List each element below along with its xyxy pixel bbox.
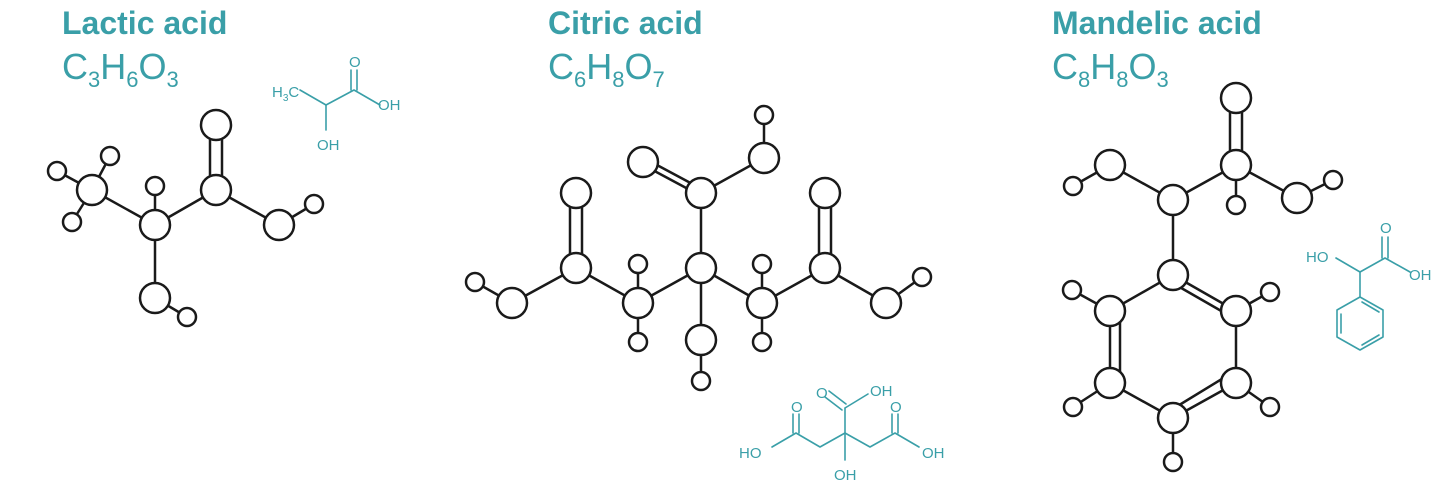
oxygen-atom <box>869 286 903 320</box>
oxygen-atom <box>199 108 233 142</box>
mandelic-acid-model <box>1061 81 1344 473</box>
hydrogen-atom <box>1225 194 1247 216</box>
skeletal-label: OH <box>378 97 401 114</box>
skeletal-label: O <box>816 385 828 402</box>
carbon-atom <box>745 286 779 320</box>
hydrogen-atom <box>1061 279 1083 301</box>
oxygen-atom <box>138 281 172 315</box>
citric-acid-title: Citric acid <box>548 5 703 41</box>
skeletal-label: H3C <box>272 84 299 104</box>
skeletal-label: O <box>791 399 803 416</box>
hydrogen-atom <box>1162 451 1184 473</box>
hydrogen-atom <box>464 271 486 293</box>
skeletal-ring <box>1336 296 1384 351</box>
skeletal-label: HO <box>1306 249 1329 266</box>
oxygen-atom <box>559 176 593 210</box>
hydrogen-atom <box>303 193 325 215</box>
carbon-atom <box>1156 183 1190 217</box>
oxygen-atom <box>1093 148 1127 182</box>
lactic-acid-skeletal: H3C O OH OH <box>272 54 401 154</box>
carbon-atom <box>1156 401 1190 435</box>
lactic-acid-model <box>46 108 325 328</box>
skeletal-label: OH <box>870 383 893 400</box>
skeletal-label: O <box>890 399 902 416</box>
mandelic-acid-title: Mandelic acid <box>1052 5 1262 41</box>
carbon-atom <box>1093 366 1127 400</box>
lactic-acid-title: Lactic acid <box>62 5 228 41</box>
skeletal-double-bond <box>828 390 847 405</box>
hydrogen-atom <box>627 331 649 353</box>
skeletal-label: OH <box>317 137 340 154</box>
skeletal-label: O <box>349 54 361 71</box>
mandelic-acid-formula: C8H8O3 <box>1052 46 1169 92</box>
hydrogen-atom <box>751 253 773 275</box>
hydrogen-atom <box>1322 169 1344 191</box>
citric-acid-model <box>464 104 933 392</box>
oxygen-atom <box>1280 181 1314 215</box>
mandelic-acid-skeletal: HO O OH <box>1306 220 1432 351</box>
hydrogen-atom <box>1062 175 1084 197</box>
citric-acid-skeletal: O OH O O HO OH OH <box>739 383 945 484</box>
carbon-atom <box>1093 294 1127 328</box>
carbon-atom <box>621 286 655 320</box>
hydrogen-atom <box>144 175 166 197</box>
carbon-atom <box>75 173 109 207</box>
oxygen-atom <box>808 176 842 210</box>
hydrogen-atom <box>61 211 83 233</box>
hydrogen-atom <box>627 253 649 275</box>
citric-acid-formula: C6H8O7 <box>548 46 665 92</box>
oxygen-atom <box>262 208 296 242</box>
skeletal-label: OH <box>922 445 945 462</box>
carbon-atom <box>1219 148 1253 182</box>
skeletal-label: OH <box>834 467 857 484</box>
skeletal-label: HO <box>739 445 762 462</box>
oxygen-atom <box>1219 81 1253 115</box>
hydrogen-atom <box>1062 396 1084 418</box>
carbon-atom <box>684 176 718 210</box>
skeletal-double-bond <box>824 396 843 411</box>
hydrogen-atom <box>751 331 773 353</box>
skeletal-double-bond <box>1361 334 1380 346</box>
skeletal-bond <box>844 393 869 409</box>
carbon-atom <box>1219 294 1253 328</box>
lactic-acid-formula: C3H6O3 <box>62 46 179 92</box>
oxygen-atom <box>626 145 660 179</box>
skeletal-bond <box>299 89 381 106</box>
carbon-atom <box>1219 366 1253 400</box>
hydrogen-atom <box>753 104 775 126</box>
hydrogen-atom <box>1259 396 1281 418</box>
carbon-atom <box>684 251 718 285</box>
hydrogen-atom <box>690 370 712 392</box>
hydrogen-atom <box>46 160 68 182</box>
hydrogen-atom <box>1259 281 1281 303</box>
skeletal-label: OH <box>1409 267 1432 284</box>
hydrogen-atom <box>911 266 933 288</box>
carbon-atom <box>1156 258 1190 292</box>
hydrogen-atom <box>99 145 121 167</box>
oxygen-atom <box>684 323 718 357</box>
carbon-atom <box>808 251 842 285</box>
skeletal-label: O <box>1380 220 1392 237</box>
skeletal-double-bond <box>1361 301 1380 313</box>
carbon-atom <box>559 251 593 285</box>
oxygen-atom <box>747 141 781 175</box>
hydrogen-atom <box>176 306 198 328</box>
oxygen-atom <box>495 286 529 320</box>
carbon-atom <box>138 208 172 242</box>
skeletal-bond <box>1335 257 1411 273</box>
carbon-atom <box>199 173 233 207</box>
